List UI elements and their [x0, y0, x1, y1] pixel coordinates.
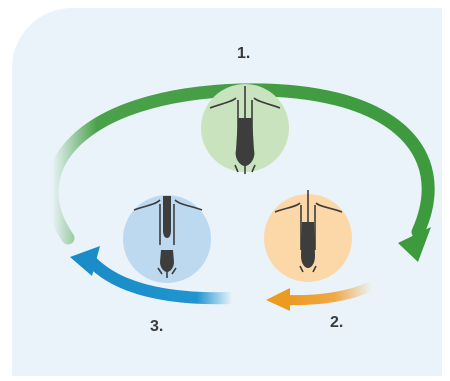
phase3-bulb	[160, 250, 174, 272]
green-arrowhead-icon	[398, 227, 431, 262]
phase-2-label: 2.	[330, 314, 344, 331]
phase2-bulb	[301, 222, 315, 268]
phase3-circle	[123, 195, 211, 283]
phase-3-label: 3.	[150, 318, 164, 335]
phase-1-label: 1.	[237, 45, 251, 62]
phase1-bulb	[235, 118, 255, 166]
phase3-follicle-icon	[133, 199, 203, 278]
orange-arrowhead-icon	[266, 288, 290, 311]
diagram-background	[12, 8, 442, 376]
blue-arrowhead-icon	[70, 246, 100, 276]
phase2-follicle-icon	[274, 190, 343, 273]
orange-cycle-arrow	[283, 281, 377, 306]
phase3-hair-shaft	[163, 196, 171, 238]
blue-cycle-arrow	[86, 256, 238, 305]
